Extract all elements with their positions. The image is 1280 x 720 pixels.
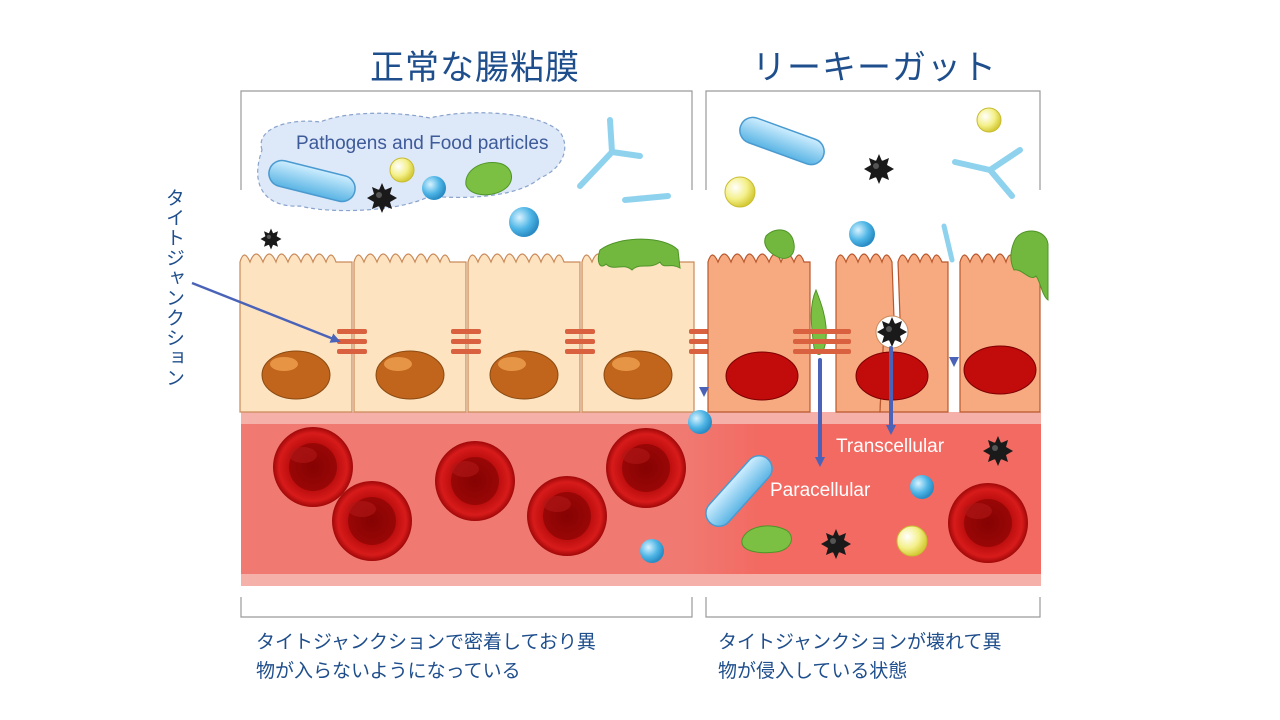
red-blood-cell xyxy=(948,483,1028,563)
blue-particle xyxy=(640,539,664,563)
caption-leaky-line2: 物が侵入している状態 xyxy=(718,660,908,682)
green-particle xyxy=(741,525,792,554)
tight-junction xyxy=(793,329,823,354)
caption-leaky-line1: タイトジャンクションが壊れて異 xyxy=(718,631,1002,653)
paracellular-label: Paracellular xyxy=(770,480,871,501)
capsule-bacterium xyxy=(705,454,773,528)
y-shaped-particle xyxy=(952,147,1023,199)
yellow-particle xyxy=(724,176,756,208)
capsule-bacterium xyxy=(739,116,825,166)
blue-particle xyxy=(849,221,875,247)
spiky-pathogen xyxy=(260,228,282,250)
red-blood-cell xyxy=(435,441,515,521)
title-leaky-gut: リーキーガット xyxy=(752,48,997,88)
stick-particle xyxy=(941,223,955,263)
tight-junction xyxy=(565,329,595,354)
green-particle xyxy=(465,161,513,196)
pathogens-label: Pathogens and Food particles xyxy=(296,133,548,154)
green-particle xyxy=(810,288,827,355)
panel-frames xyxy=(240,90,1041,618)
caption-normal-line1: タイトジャンクションで密着しており異 xyxy=(256,631,596,653)
yellow-particle xyxy=(896,525,928,557)
blue-particle xyxy=(509,207,539,237)
caption-normal-line2: 物が入らないようになっている xyxy=(256,660,521,682)
red-blood-cell xyxy=(527,476,607,556)
green-mucus xyxy=(764,229,795,259)
caption-leaky: タイトジャンクションが壊れて異 物が侵入している状態 xyxy=(718,628,1001,686)
green-mucus xyxy=(1010,230,1049,301)
blue-particle xyxy=(688,410,712,434)
tight-junction-pointer xyxy=(191,281,341,343)
blue-particle xyxy=(910,475,934,499)
tight-junction xyxy=(337,329,367,354)
green-mucus xyxy=(597,238,681,271)
yellow-particle xyxy=(389,157,415,183)
tight-junction xyxy=(451,329,481,354)
red-blood-cell xyxy=(273,427,353,507)
leaky-nuclei xyxy=(725,345,1037,401)
spiky-pathogen xyxy=(864,154,894,184)
red-blood-cell xyxy=(606,428,686,508)
stick-particle xyxy=(622,193,671,203)
title-normal-mucosa: 正常な腸粘膜 xyxy=(370,48,580,88)
caption-normal: タイトジャンクションで密着しており異 物が入らないようになっている xyxy=(256,628,596,686)
transcellular-label: Transcellular xyxy=(836,436,945,457)
blue-particle xyxy=(422,176,446,200)
red-blood-cell xyxy=(332,481,412,561)
capsule-bacterium xyxy=(268,159,356,203)
tight-junction-label: タイトジャンクション xyxy=(163,188,185,388)
tight-junction xyxy=(821,329,851,354)
transport-arrows xyxy=(699,268,959,467)
yellow-particle xyxy=(976,107,1002,133)
y-shaped-particle xyxy=(577,117,643,189)
